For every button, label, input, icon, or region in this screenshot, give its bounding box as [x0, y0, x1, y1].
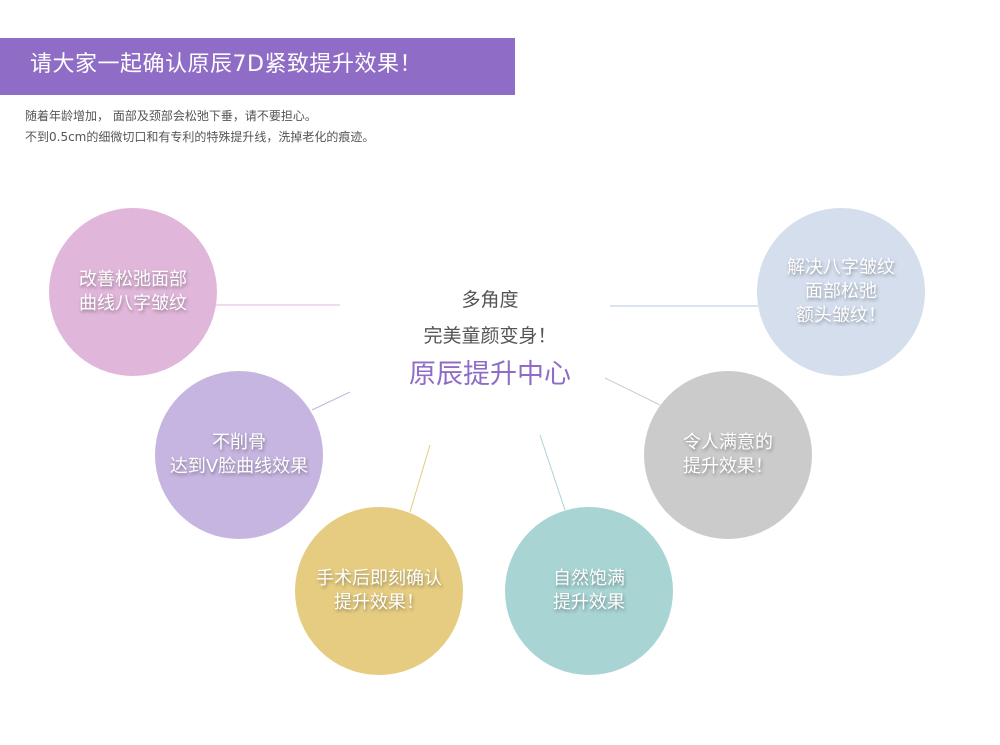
intro-line-2: 不到0.5cm的细微切口和有专利的特殊提升线，洗掉老化的痕迹。 [25, 130, 375, 144]
intro-text: 随着年龄增加， 面部及颈部会松弛下垂，请不要担心。 不到0.5cm的细微切口和有… [25, 106, 374, 148]
circle-text: 曲线八字皱纹 [79, 293, 187, 314]
connector-line-3 [409, 444, 431, 513]
circle-text: 提升效果！ [334, 592, 424, 613]
circle-text: 手术后即刻确认 [316, 568, 442, 589]
feature-circle-instant-result: 手术后即刻确认 提升效果！ [295, 507, 463, 675]
header-banner: 请大家一起确认原辰7D紧致提升效果！ [0, 38, 515, 95]
center-caption: 多角度 完美童颜变身！ 原辰提升中心 [380, 282, 600, 396]
circle-text: 令人满意的 [683, 432, 773, 453]
circle-text: 面部松弛 [805, 281, 877, 302]
circle-text: 额头皱纹！ [796, 305, 886, 326]
center-line-2: 完美童颜变身！ [423, 325, 557, 347]
connector-line-4 [539, 434, 566, 511]
page-title: 请大家一起确认原辰7D紧致提升效果！ [30, 52, 422, 77]
center-brand-title: 原辰提升中心 [409, 359, 571, 390]
circle-text: 自然饱满 [553, 568, 625, 589]
feature-circle-wrinkles: 解决八字皱纹 面部松弛 额头皱纹！ [757, 208, 925, 376]
circle-text: 达到V脸曲线效果 [169, 456, 309, 477]
intro-line-1: 随着年龄增加， 面部及颈部会松弛下垂，请不要担心。 [25, 109, 317, 123]
circle-text: 提升效果！ [683, 456, 773, 477]
connector-line-5 [604, 377, 661, 406]
circle-text: 改善松弛面部 [79, 269, 187, 290]
center-line-1: 多角度 [461, 289, 519, 311]
circle-text: 提升效果 [553, 592, 625, 613]
feature-circle-v-line: 不削骨 达到V脸曲线效果 [155, 371, 323, 539]
feature-circle-facial-lines: 改善松弛面部 曲线八字皱纹 [49, 208, 217, 376]
connector-line-2 [311, 391, 351, 411]
circle-text: 解决八字皱纹 [787, 257, 895, 278]
circle-text: 不削骨 [211, 432, 266, 453]
feature-circle-satisfying-result: 令人满意的 提升效果！ [644, 371, 812, 539]
feature-circle-natural-volume: 自然饱满 提升效果 [505, 507, 673, 675]
